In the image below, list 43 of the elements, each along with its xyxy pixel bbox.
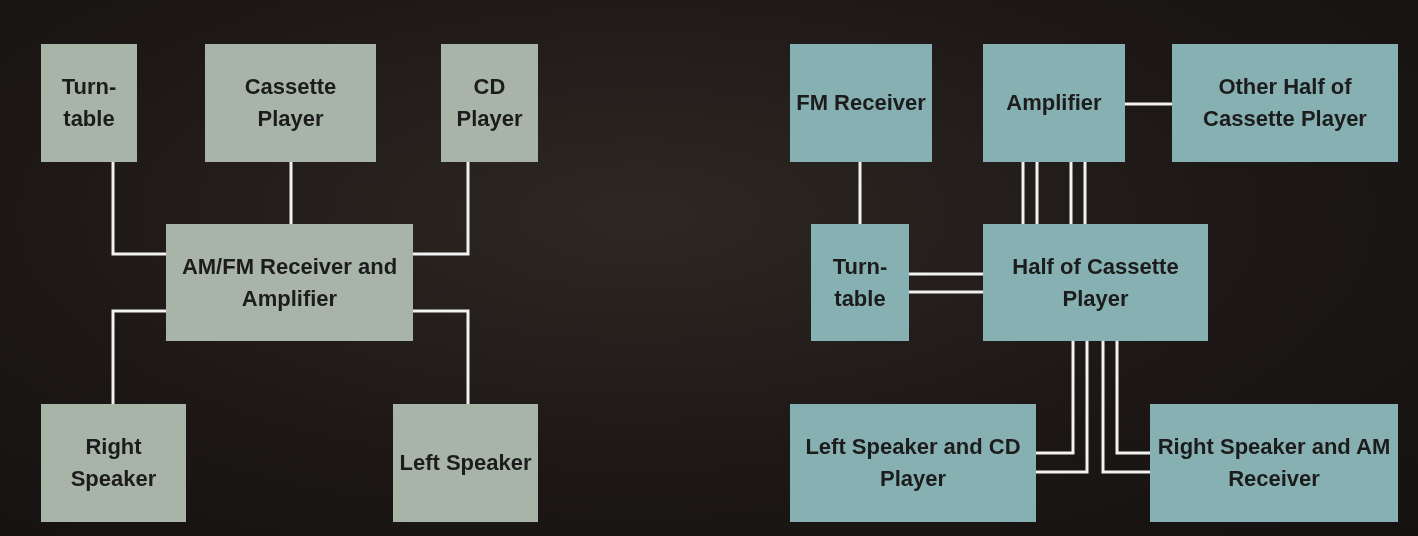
connector-line — [1101, 341, 1150, 474]
connector-line — [1036, 341, 1089, 474]
connector-line — [111, 162, 166, 256]
component-label: Right Speaker and AM Receiver — [1156, 433, 1392, 493]
component-box — [393, 404, 538, 522]
component-box — [1172, 44, 1398, 162]
connector-line — [111, 309, 166, 404]
connector-line — [413, 162, 470, 256]
connector-line — [1036, 341, 1075, 455]
component-box — [790, 44, 932, 162]
component-label: CD Player — [455, 73, 524, 133]
component-box — [205, 44, 376, 162]
component-label: Left Speaker — [399, 449, 532, 477]
component-label: FM Receiver — [796, 89, 926, 117]
component-label: Left Speaker and CD Player — [804, 433, 1022, 493]
component-label: Amplifier — [1006, 89, 1102, 117]
component-box — [41, 404, 186, 522]
connector-line — [413, 309, 470, 404]
connector-line — [1115, 341, 1150, 455]
connector-line — [289, 162, 293, 224]
component-label: Half of Cassette Player — [1011, 252, 1180, 313]
component-box — [983, 44, 1125, 162]
connector-line — [909, 290, 983, 294]
component-label: AM/FM Receiver and Amplifier — [180, 252, 399, 313]
connector-line — [1069, 162, 1073, 224]
component-box — [1150, 404, 1398, 522]
connector-line — [1035, 162, 1039, 224]
component-label: Right Speaker — [69, 433, 158, 493]
component-label: Other Half of Cassette Player — [1202, 73, 1368, 133]
connector-line — [909, 272, 983, 276]
component-box — [983, 224, 1208, 341]
component-label: Turn-table — [831, 252, 889, 313]
component-label: Turn-table — [60, 73, 118, 133]
component-box — [441, 44, 538, 162]
connector-line — [1021, 162, 1025, 224]
component-label: Cassette Player — [243, 73, 338, 133]
connector-line — [1083, 162, 1087, 224]
component-box — [811, 224, 909, 341]
connector-line — [858, 162, 862, 224]
component-box — [166, 224, 413, 341]
component-box — [790, 404, 1036, 522]
component-box — [41, 44, 137, 162]
connector-line — [1125, 102, 1172, 106]
